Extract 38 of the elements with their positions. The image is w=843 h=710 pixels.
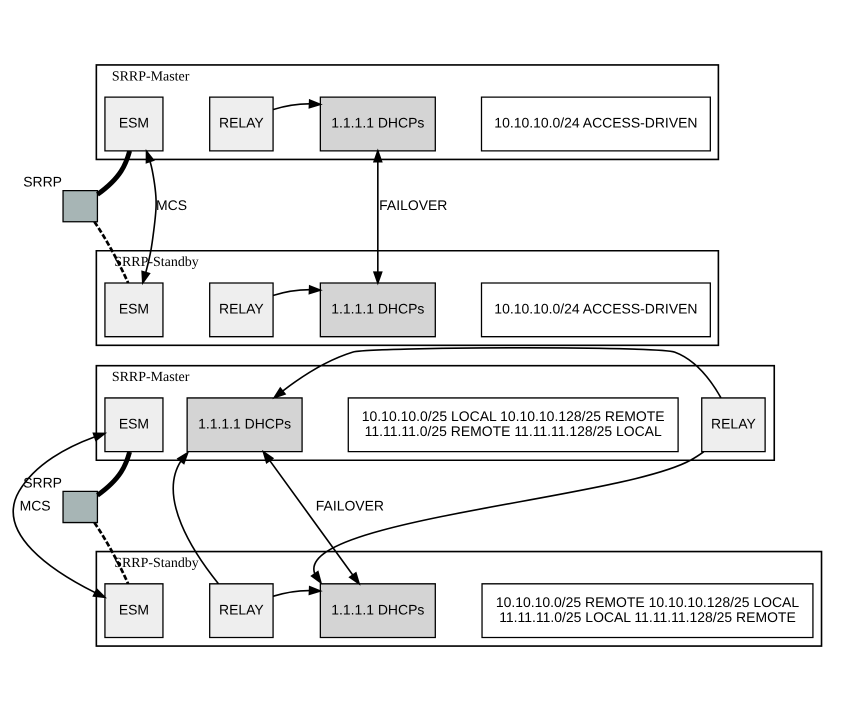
node-box: 10.10.10.0/24 ACCESS-DRIVEN <box>480 282 711 337</box>
node-box: 10.10.10.0/25 LOCAL 10.10.10.128/25 REMOTE 11.11.11.0/25 REMOTE 11.11.11.128/25 LOCAL <box>348 396 679 452</box>
edge-label: MCS <box>156 196 188 212</box>
arrow <box>272 346 722 399</box>
node-box: ESM <box>104 582 164 638</box>
node-box: RELAY <box>209 96 274 151</box>
node-label: SRRP <box>23 173 62 190</box>
arrow <box>141 148 157 285</box>
arrow <box>12 432 108 598</box>
arrow <box>310 450 704 584</box>
node-box: 1.1.1.1 DHCPs <box>320 282 436 337</box>
node-box: 1.1.1.1 DHCPs <box>320 96 436 151</box>
connector <box>96 450 132 497</box>
arrow <box>372 148 383 285</box>
edge-label: FAILOVER <box>379 196 448 212</box>
connector <box>93 521 130 584</box>
edge-label: MCS <box>20 497 51 514</box>
arrow <box>273 284 323 296</box>
node-box: 1.1.1.1 DHCPs <box>320 582 436 638</box>
node-box: ESM <box>104 282 164 337</box>
arrow <box>172 450 220 584</box>
edge-label: FAILOVER <box>316 497 384 514</box>
node-box: 1.1.1.1 DHCPs <box>186 396 303 452</box>
node-box: RELAY <box>209 282 274 337</box>
arrow <box>262 449 361 586</box>
node-box: ESM <box>104 396 164 452</box>
connector <box>93 220 130 283</box>
arrow <box>273 98 323 110</box>
node-box: 10.10.10.0/25 REMOTE 10.10.10.128/25 LOCAL 11.11.11.0/25 LOCAL 11.11.11.128/25 REMOTE <box>481 582 814 638</box>
node-box: 10.10.10.0/24 ACCESS-DRIVEN <box>480 96 711 151</box>
node-box: RELAY <box>209 582 274 638</box>
node-box: RELAY <box>701 396 766 452</box>
node-box <box>62 189 98 222</box>
connector <box>96 150 132 196</box>
node-label: SRRP <box>23 474 62 490</box>
node-box: ESM <box>104 96 164 151</box>
node-box <box>62 490 98 523</box>
arrow <box>273 585 323 596</box>
